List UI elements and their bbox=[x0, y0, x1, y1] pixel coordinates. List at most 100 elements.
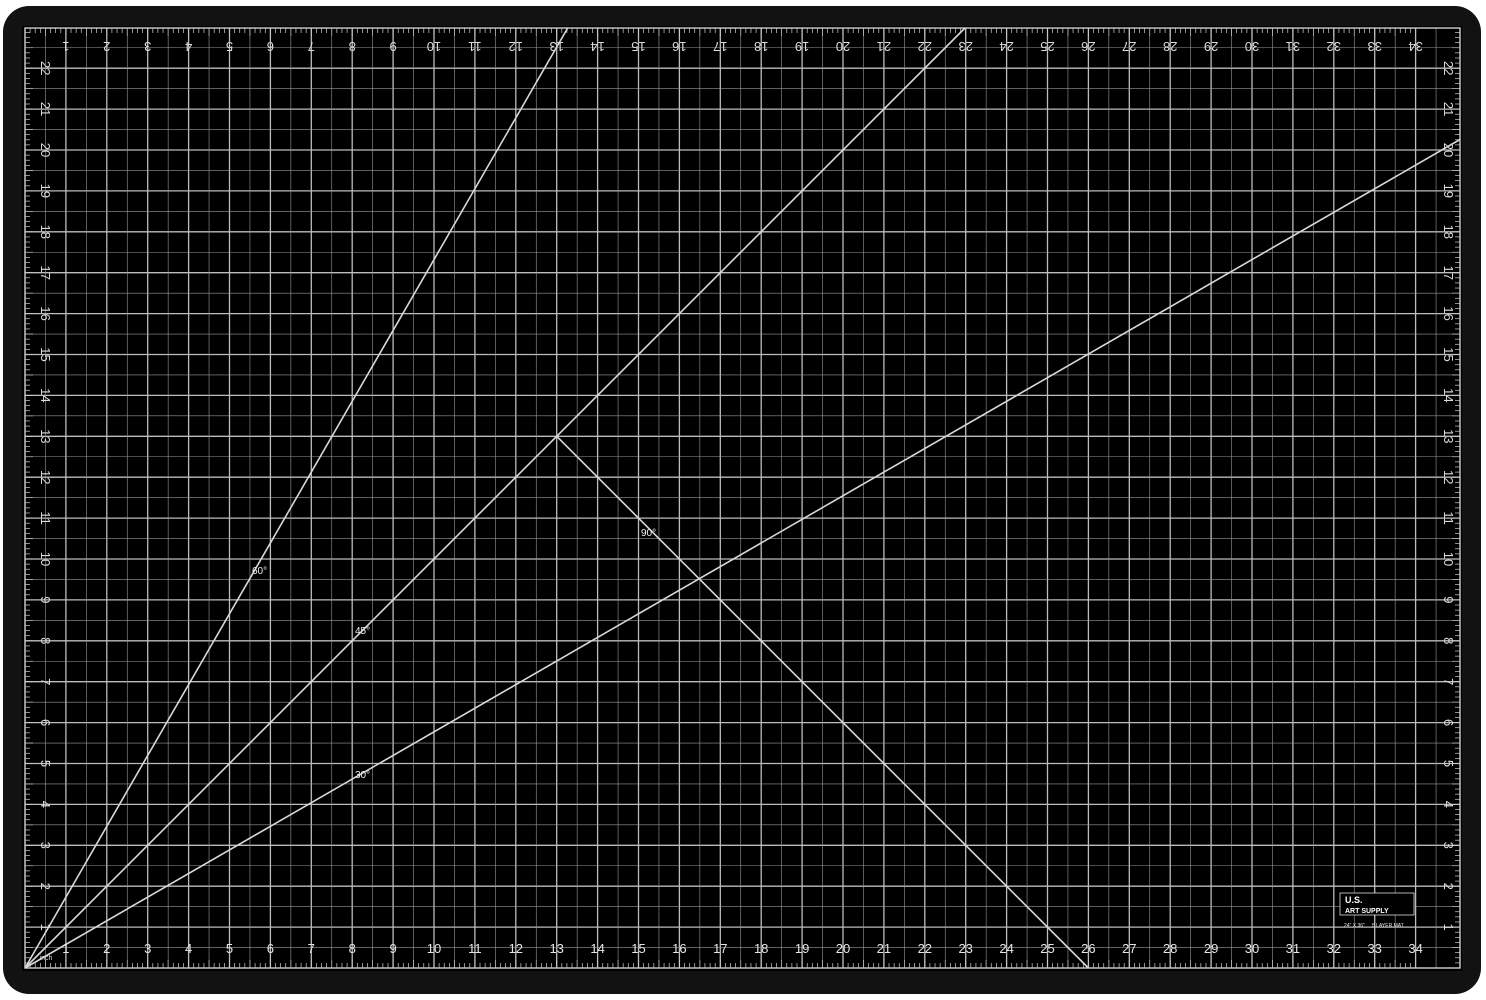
top-ruler-label: 1 bbox=[62, 39, 69, 54]
logo-layer-text: 5 LAYER MAT bbox=[1372, 923, 1404, 929]
left-ruler-label: 13 bbox=[38, 429, 53, 443]
top-ruler-label: 18 bbox=[754, 39, 768, 54]
top-ruler-label: 9 bbox=[389, 39, 396, 54]
right-ruler-label: 10 bbox=[1441, 552, 1456, 566]
right-ruler-label: 11 bbox=[1441, 511, 1456, 525]
top-ruler-label: 11 bbox=[468, 39, 482, 54]
bottom-ruler-label: 34 bbox=[1408, 941, 1422, 956]
bottom-ruler-label: 9 bbox=[389, 941, 396, 956]
right-ruler-label: 2 bbox=[1441, 883, 1456, 890]
top-ruler-label: 28 bbox=[1163, 39, 1177, 54]
top-ruler-label: 4 bbox=[185, 39, 192, 54]
bottom-ruler-label: 12 bbox=[509, 941, 523, 956]
left-ruler-label: 21 bbox=[38, 102, 53, 116]
bottom-ruler-label: 26 bbox=[1081, 941, 1095, 956]
top-ruler-label: 5 bbox=[226, 39, 233, 54]
right-ruler-label: 18 bbox=[1441, 225, 1456, 239]
bottom-ruler-label: 18 bbox=[754, 941, 768, 956]
bottom-ruler-label: 32 bbox=[1327, 941, 1341, 956]
left-ruler-label: 9 bbox=[38, 596, 53, 603]
bottom-ruler-label: 13 bbox=[549, 941, 563, 956]
left-ruler-label: 16 bbox=[38, 306, 53, 320]
mat-surface bbox=[22, 26, 1462, 971]
grid-lines bbox=[24, 27, 1461, 969]
right-ruler-label: 15 bbox=[1441, 347, 1456, 361]
bottom-ruler-label: 25 bbox=[1040, 941, 1054, 956]
bottom-ruler-label: 17 bbox=[713, 941, 727, 956]
bottom-ruler-label: 23 bbox=[958, 941, 972, 956]
top-ruler-label: 20 bbox=[836, 39, 850, 54]
left-ruler-label: 2 bbox=[38, 883, 53, 890]
top-ruler-label: 14 bbox=[590, 39, 604, 54]
top-ruler-label: 10 bbox=[427, 39, 441, 54]
angle-guides bbox=[24, 27, 1461, 969]
left-ruler-label: 11 bbox=[38, 511, 53, 525]
bottom-ruler-label: 22 bbox=[918, 941, 932, 956]
right-ruler-label: 21 bbox=[1441, 102, 1456, 116]
logo-size-text: 24" X 36" bbox=[1344, 923, 1365, 929]
right-ruler-label: 4 bbox=[1441, 801, 1456, 808]
top-ruler-label: 7 bbox=[308, 39, 315, 54]
bottom-ruler-label: 30 bbox=[1245, 941, 1259, 956]
brand-logo: U.S. ART SUPPLY 24" X 36" 5 LAYER MAT bbox=[1339, 892, 1415, 929]
top-ruler-label: 32 bbox=[1327, 39, 1341, 54]
right-ruler-label: 3 bbox=[1441, 842, 1456, 849]
right-ruler-label: 14 bbox=[1441, 388, 1456, 402]
bottom-ruler-label: 33 bbox=[1367, 941, 1381, 956]
angle-line-45 bbox=[24, 27, 966, 969]
unit-label: inch bbox=[40, 955, 53, 962]
left-ruler-label: 17 bbox=[38, 265, 53, 279]
top-ruler-label: 22 bbox=[918, 39, 932, 54]
bottom-ruler-label: 31 bbox=[1286, 941, 1300, 956]
bottom-ruler-label: 21 bbox=[877, 941, 891, 956]
left-ruler-label: 18 bbox=[38, 225, 53, 239]
left-ruler-label: 12 bbox=[38, 470, 53, 484]
right-ruler-label: 7 bbox=[1441, 678, 1456, 685]
right-ruler-label: 1 bbox=[1441, 923, 1456, 930]
top-ruler-label: 2 bbox=[103, 39, 110, 54]
left-ruler-label: 4 bbox=[38, 801, 53, 808]
angle-label-45: 45° bbox=[355, 626, 370, 637]
top-ruler-label: 3 bbox=[144, 39, 151, 54]
left-ruler-label: 10 bbox=[38, 552, 53, 566]
left-ruler-label: 3 bbox=[38, 842, 53, 849]
bottom-ruler-label: 8 bbox=[349, 941, 356, 956]
top-ruler-label: 12 bbox=[509, 39, 523, 54]
bottom-ruler-label: 4 bbox=[185, 941, 192, 956]
right-ruler-label: 16 bbox=[1441, 306, 1456, 320]
top-ruler-label: 31 bbox=[1286, 39, 1300, 54]
top-ruler-label: 8 bbox=[349, 39, 356, 54]
top-ruler-label: 34 bbox=[1408, 39, 1422, 54]
bottom-ruler-label: 16 bbox=[672, 941, 686, 956]
bottom-ruler-label: 14 bbox=[590, 941, 604, 956]
bottom-ruler-label: 28 bbox=[1163, 941, 1177, 956]
left-ruler-label: 5 bbox=[38, 760, 53, 767]
right-ruler-label: 6 bbox=[1441, 719, 1456, 726]
left-ruler-label: 7 bbox=[38, 678, 53, 685]
angle-line-60 bbox=[24, 27, 569, 969]
bottom-ruler-label: 10 bbox=[427, 941, 441, 956]
top-ruler-label: 6 bbox=[267, 39, 274, 54]
angle-line-30 bbox=[24, 138, 1461, 969]
right-ruler-label: 19 bbox=[1441, 184, 1456, 198]
top-ruler-label: 16 bbox=[672, 39, 686, 54]
top-ruler-label: 17 bbox=[713, 39, 727, 54]
bottom-ruler-label: 29 bbox=[1204, 941, 1218, 956]
top-ruler-label: 24 bbox=[999, 39, 1013, 54]
top-ruler-label: 33 bbox=[1367, 39, 1381, 54]
bottom-ruler-label: 5 bbox=[226, 941, 233, 956]
left-ruler-label: 19 bbox=[38, 184, 53, 198]
top-ruler-label: 23 bbox=[958, 39, 972, 54]
left-ruler-label: 6 bbox=[38, 719, 53, 726]
right-ruler-label: 13 bbox=[1441, 429, 1456, 443]
bottom-ruler-label: 19 bbox=[795, 941, 809, 956]
angle-label-90: 90° bbox=[641, 528, 656, 539]
left-ruler-label: 14 bbox=[38, 388, 53, 402]
angle-label-30: 30° bbox=[355, 770, 370, 781]
top-ruler-label: 21 bbox=[877, 39, 891, 54]
right-ruler-label: 9 bbox=[1441, 596, 1456, 603]
top-ruler-label: 19 bbox=[795, 39, 809, 54]
right-ruler-label: 20 bbox=[1441, 143, 1456, 157]
